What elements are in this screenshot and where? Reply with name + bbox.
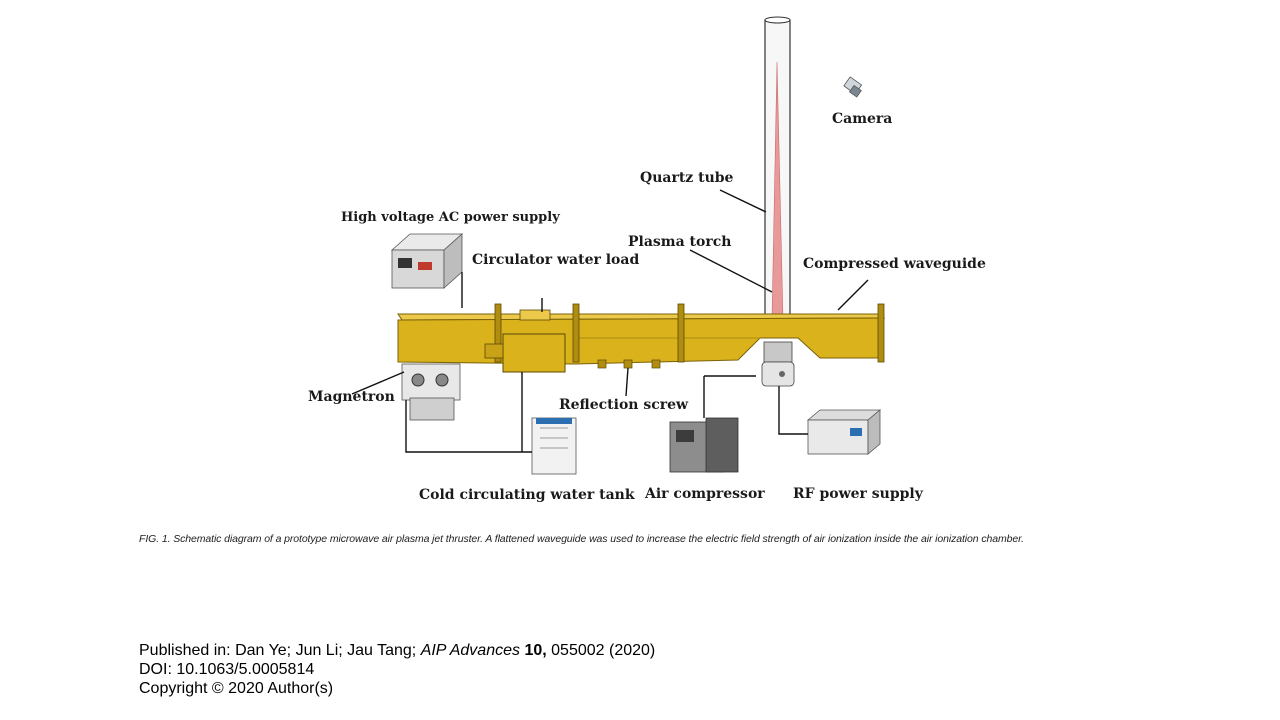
- hv-power-supply-icon: [390, 233, 464, 289]
- figure-caption: FIG. 1. Schematic diagram of a prototype…: [139, 533, 1024, 545]
- label-air-compressor: Air compressor: [644, 486, 765, 502]
- citation-doi: DOI: 10.1063/5.0005814: [139, 661, 315, 678]
- label-cold-water-tank: Cold circulating water tank: [419, 487, 635, 503]
- label-plasma-torch: Plasma torch: [628, 234, 731, 250]
- citation-authors: Published in: Dan Ye; Jun Li; Jau Tang;: [139, 642, 421, 659]
- label-rf-power-supply: RF power supply: [793, 486, 924, 502]
- connection-wires: [405, 272, 808, 453]
- citation-article: 055002 (2020): [546, 642, 656, 659]
- citation-journal: AIP Advances: [420, 642, 520, 659]
- air-compressor-icon: [669, 417, 739, 473]
- label-magnetron: Magnetron: [308, 389, 395, 405]
- citation-block: Published in: Dan Ye; Jun Li; Jau Tang; …: [139, 641, 655, 698]
- rf-power-supply-icon: [806, 409, 882, 455]
- label-quartz-tube: Quartz tube: [640, 170, 734, 186]
- citation-copyright: Copyright © 2020 Author(s): [139, 680, 334, 697]
- ionization-chamber: [761, 341, 795, 387]
- camera-icon: [843, 76, 863, 98]
- label-arrows: [351, 189, 869, 397]
- magnetron-icon: [401, 363, 461, 421]
- label-camera: Camera: [832, 111, 892, 127]
- label-circulator-water-load: Circulator water load: [472, 252, 639, 268]
- label-hv-power-supply: High voltage AC power supply: [341, 210, 560, 225]
- citation-volume: 10,: [524, 642, 547, 659]
- waveguide: [397, 303, 886, 373]
- label-reflection-screw: Reflection screw: [559, 397, 689, 413]
- citation-line: Published in: Dan Ye; Jun Li; Jau Tang; …: [139, 641, 655, 660]
- schematic-diagram: Camera Quartz tube High voltage AC power…: [308, 16, 986, 503]
- label-compressed-waveguide: Compressed waveguide: [803, 256, 986, 272]
- cold-water-tank-icon: [531, 417, 577, 475]
